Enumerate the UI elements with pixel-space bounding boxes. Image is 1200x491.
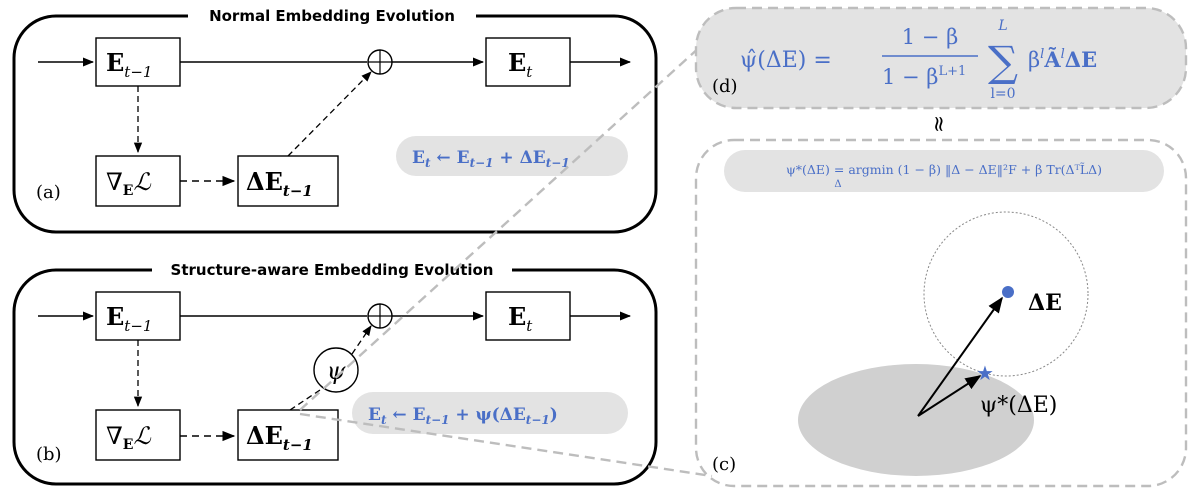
node-delta-a (237, 155, 339, 207)
arrow-delta-e (917, 296, 1003, 417)
connector-to-c (299, 412, 713, 478)
panel-a-letter: (a) (36, 182, 61, 203)
panel-b-title: Structure-aware Embedding Evolution (171, 261, 494, 279)
panel-a-title: Normal Embedding Evolution (209, 7, 455, 25)
label-psi-star: ψ*(ΔE) (980, 393, 1057, 418)
panel-d-frac-den: 1 − βL+1 (882, 64, 966, 89)
constraint-ellipse (798, 364, 1034, 476)
panel-c-formula-pill (724, 150, 1164, 192)
delta-e-point (1002, 286, 1014, 298)
node-delta-a-label: ΔEt−1 (246, 167, 313, 200)
update-rule-a: Et ← Et−1 + ΔEt−1 (412, 148, 570, 170)
node-e-prev-a-label: Et−1 (106, 48, 152, 81)
node-grad-b-label: ∇Eℒ (106, 422, 151, 453)
panel-d-sum-bottom: l=0 (990, 86, 1015, 102)
panel-c-formula: ψ*(ΔE) = argmin (1 − β) ‖Δ − ΔE‖²F + β T… (786, 162, 1102, 177)
panel-b: Structure-aware Embedding Evolution Et−1… (12, 260, 658, 486)
update-rule-b: Et ← Et−1 + ψ(ΔEt−1) (368, 405, 558, 427)
panel-d-term: βlÃlΔE (1028, 47, 1097, 72)
node-e-prev-b (95, 291, 181, 341)
update-rule-b-pill (352, 392, 628, 434)
panel-c-frame (694, 138, 1188, 488)
node-grad-a-label: ∇Eℒ (106, 168, 151, 199)
panel-d-sum-top: L (997, 18, 1007, 34)
connector-to-d (299, 35, 713, 411)
panel-d-lhs: ψ̂(ΔE) = (740, 48, 832, 73)
node-e-next-a (485, 37, 571, 87)
arrow-psi-star (917, 375, 982, 417)
node-e-next-a-label: Et (508, 48, 533, 81)
proximity-circle (923, 211, 1089, 377)
panel-a: Normal Embedding Evolution Et−1 Et ∇Eℒ Δ… (12, 6, 658, 234)
update-rule-a-pill (396, 136, 628, 176)
panel-d-frac-num: 1 − β (902, 25, 958, 49)
approx-symbol: ≈ (926, 115, 951, 133)
node-e-prev-a (95, 37, 181, 87)
psi-node (313, 347, 359, 393)
node-e-next-b-label: Et (508, 302, 533, 335)
node-grad-b (95, 409, 181, 461)
panel-d: ψ̂(ΔE) = 1 − β 1 − βL+1 L ∑ l=0 βlÃlΔE (… (694, 6, 1188, 110)
node-delta-b-label: ΔEt−1 (246, 421, 313, 454)
panel-d-sum-symbol: ∑ (988, 37, 1018, 86)
panel-b-letter: (b) (36, 444, 62, 465)
label-delta-e: ΔE (1028, 290, 1062, 316)
star-marker: ★ (976, 361, 994, 385)
panel-d-frame (694, 6, 1188, 110)
node-e-prev-b-label: Et−1 (106, 302, 152, 335)
panel-c-letter: (c) (712, 454, 736, 475)
panel-c-formula-argmin-sub: Δ (834, 179, 841, 190)
panel-c: ψ*(ΔE) = argmin (1 − β) ‖Δ − ΔE‖²F + β T… (694, 138, 1188, 488)
psi-symbol: ψ (327, 357, 347, 385)
panel-d-letter: (d) (712, 76, 738, 97)
